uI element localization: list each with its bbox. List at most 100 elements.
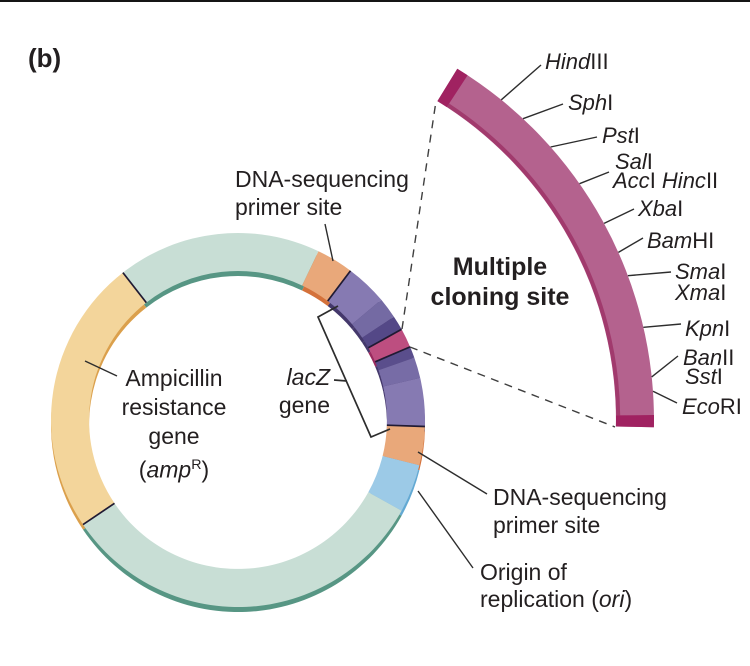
site-leader-4 bbox=[603, 208, 635, 225]
site-label-banii: BanII bbox=[683, 347, 734, 369]
text-part: ) bbox=[624, 586, 633, 612]
text-part: Ban bbox=[683, 345, 723, 370]
text-part: HI bbox=[692, 228, 715, 253]
label-lacz-gene: lacZ gene bbox=[279, 363, 330, 419]
figure-letter: (b) bbox=[28, 43, 62, 73]
text-part: DNA-sequencing bbox=[235, 166, 409, 192]
text-part: Kpn bbox=[685, 316, 725, 341]
text-part: cloning site bbox=[430, 283, 570, 311]
site-label-sali: SalI bbox=[615, 151, 653, 173]
label-line: primer site bbox=[235, 193, 409, 221]
label-line: primer site bbox=[493, 511, 667, 539]
segment-separator bbox=[367, 328, 403, 349]
site-leader-1 bbox=[522, 103, 564, 120]
site-label-smai: SmaI bbox=[675, 261, 726, 283]
text-part: III bbox=[590, 49, 609, 74]
text-part: resistance bbox=[121, 394, 227, 420]
text-part: RI bbox=[719, 394, 742, 419]
text-part: replication ( bbox=[480, 586, 599, 612]
label-ampicillin-resistance-gene: Ampicillin resistance gene (ampR) bbox=[94, 364, 254, 485]
text-part: primer site bbox=[235, 194, 343, 220]
label-line: Multiple bbox=[400, 252, 600, 282]
leader-ampicillin bbox=[84, 360, 118, 377]
site-leader-2 bbox=[550, 136, 598, 148]
site-leader-9 bbox=[652, 390, 678, 404]
segment-separator bbox=[374, 346, 411, 363]
label-line: Origin of bbox=[480, 559, 632, 586]
text-part: I bbox=[720, 259, 727, 284]
text-part: Sph bbox=[568, 90, 608, 115]
leader-ori bbox=[417, 490, 474, 569]
text-part: gene bbox=[278, 392, 330, 418]
mcs-arc-cap-1 bbox=[615, 415, 655, 428]
segment-ampicillin-resistance-segment bbox=[50, 272, 147, 525]
text-part: Bam bbox=[647, 228, 693, 253]
text-part: I bbox=[646, 149, 653, 174]
text-part: II bbox=[705, 168, 719, 193]
magnification-dashed-line bbox=[409, 346, 616, 428]
text-part: Sma bbox=[675, 259, 721, 284]
text-part: R bbox=[191, 457, 202, 473]
mcs-arc bbox=[437, 68, 654, 428]
segment-multiple-cloning-site-segment bbox=[368, 329, 411, 362]
text-part: Origin of bbox=[480, 559, 567, 585]
text-part: Xma bbox=[675, 280, 721, 305]
site-label-sphi: SphI bbox=[568, 92, 613, 114]
text-part: Xba bbox=[638, 196, 678, 221]
text-part: ) bbox=[201, 456, 210, 483]
label-line: DNA-sequencing bbox=[493, 483, 667, 511]
label-line: Ampicillin bbox=[94, 364, 254, 393]
label-line: replication (ori) bbox=[480, 586, 632, 613]
text-part: I bbox=[720, 280, 727, 305]
text-part: Acc bbox=[613, 168, 650, 193]
site-label-ecori: EcoRI bbox=[682, 396, 742, 418]
site-leader-5 bbox=[618, 237, 644, 254]
site-label-xbai: XbaI bbox=[638, 198, 683, 220]
lacz-bracket bbox=[316, 305, 391, 439]
label-multiple-cloning-site: Multiple cloning site bbox=[400, 252, 600, 312]
segment-lacz-gene-lower-dark bbox=[375, 346, 415, 371]
site-leader-6 bbox=[627, 271, 672, 277]
site-label-psti: PstI bbox=[602, 125, 640, 147]
label-line: lacZ bbox=[279, 363, 330, 391]
plasmid-ring-face bbox=[50, 232, 426, 608]
text-part: I bbox=[633, 123, 640, 148]
lacz-bracket-tick bbox=[333, 379, 348, 382]
segment-backbone-top bbox=[122, 232, 319, 303]
text-part: II bbox=[722, 345, 735, 370]
label-line: gene bbox=[94, 422, 254, 451]
segment-backbone-bottom bbox=[83, 492, 402, 608]
text-part: I bbox=[677, 196, 684, 221]
text-part: Eco bbox=[682, 394, 720, 419]
text-part: Ampicillin bbox=[125, 365, 223, 391]
text-part: ori bbox=[598, 586, 625, 612]
text-part: Pst bbox=[602, 123, 634, 148]
site-leader-7 bbox=[643, 323, 682, 328]
segment-lacz-gene-lower-mid bbox=[378, 357, 421, 387]
text-part: primer site bbox=[493, 512, 601, 538]
segment-dna-sequencing-primer-site-1 bbox=[302, 251, 351, 301]
label-line: cloning site bbox=[400, 282, 600, 312]
text-part: Sal bbox=[615, 149, 647, 174]
text-part: amp bbox=[146, 456, 192, 483]
site-leader-8 bbox=[651, 355, 679, 378]
text-part: I bbox=[649, 168, 662, 193]
segment-lacz-gene-lower bbox=[383, 377, 426, 427]
text-part: ( bbox=[138, 456, 147, 483]
site-leader-0 bbox=[500, 64, 542, 101]
site-leader-3 bbox=[579, 171, 610, 185]
leader-primer-top bbox=[324, 223, 334, 262]
segment-separator bbox=[122, 272, 147, 304]
label-line: (ampR) bbox=[94, 451, 254, 485]
text-part: I bbox=[716, 364, 723, 389]
site-label-hindiii: HindIII bbox=[545, 51, 609, 73]
site-label-xmai: XmaI bbox=[675, 282, 726, 304]
text-part: DNA-sequencing bbox=[493, 484, 667, 510]
label-line: resistance bbox=[94, 393, 254, 422]
segment-separator bbox=[386, 424, 425, 428]
site-label-bamhi: BamHI bbox=[647, 230, 714, 252]
segment-lacz-gene-upper-dark bbox=[362, 316, 402, 348]
segment-dna-sequencing-primer-site-2 bbox=[382, 425, 425, 466]
